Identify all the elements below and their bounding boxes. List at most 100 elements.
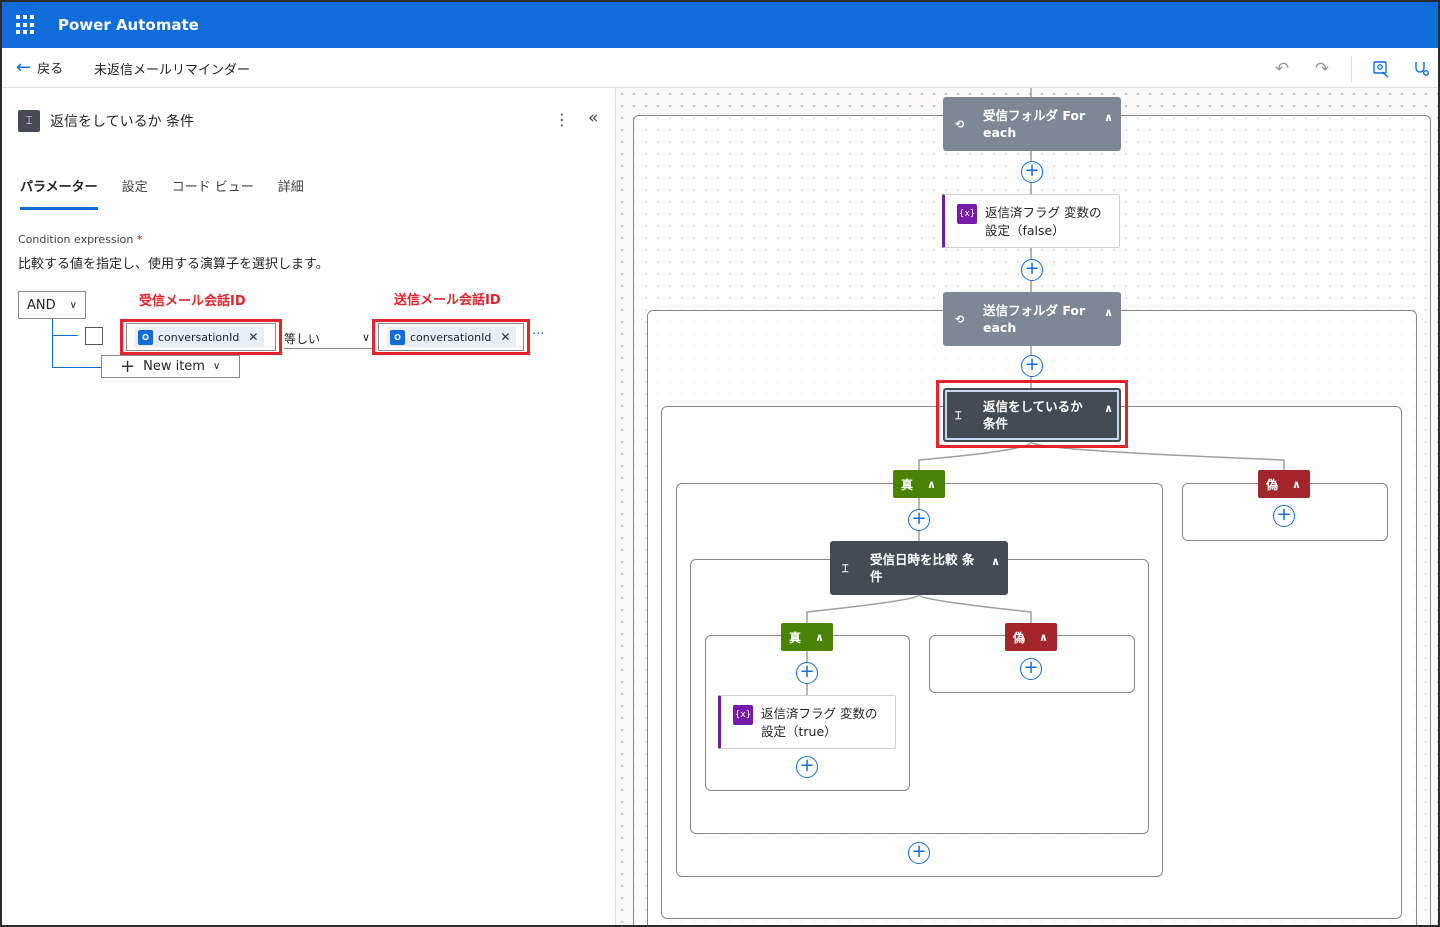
left-token-label: conversationId [158, 330, 240, 344]
row-checkbox[interactable] [85, 327, 103, 345]
plus-icon[interactable]: + [796, 662, 818, 684]
set-variable-true-node[interactable]: {x} 返信済フラグ 変数の 設定（true） [718, 695, 896, 749]
tab-settings[interactable]: 設定 [121, 180, 148, 195]
tab-code-view[interactable]: コード ビュー [171, 180, 254, 195]
tab-parameters[interactable]: パラメーター [20, 176, 98, 210]
collapse-icon[interactable]: « [588, 108, 599, 128]
plus-icon[interactable]: + [1021, 161, 1043, 183]
variable-icon: {x} [957, 204, 977, 224]
tree-branch-new [52, 367, 102, 368]
true-branch-header[interactable]: 真 ∧ [893, 470, 945, 498]
false-branch-header[interactable]: 偽 ∧ [1258, 470, 1310, 498]
plus-icon[interactable]: + [1020, 658, 1042, 680]
operator-select[interactable]: 等しい ∨ [284, 327, 372, 349]
set-variable-false-label: 返信済フラグ 変数の 設定（false） [985, 205, 1102, 238]
chevron-up-icon[interactable]: ∧ [927, 477, 936, 491]
back-button[interactable]: ← 戻る [16, 58, 63, 77]
waffle-icon[interactable] [16, 15, 36, 35]
right-operand-field[interactable]: O conversationId ✕ [378, 323, 524, 351]
condition-date-node[interactable]: ⌶ 受信日時を比較 条 件 ∧ [830, 541, 1008, 595]
condition-expression-label: Condition expression * [18, 233, 142, 246]
condition-label-text: Condition expression [18, 233, 134, 246]
foreach-inbox-node[interactable]: ⟲ 受信フォルダ For each ∧ [943, 97, 1121, 151]
condition-icon: ⌶ [955, 409, 962, 422]
designer-canvas[interactable]: ⟲ 受信フォルダ For each ∧ + {x} 返信済フラグ 変数の 設定（… [616, 88, 1438, 925]
condition-icon: ⌶ [18, 110, 40, 132]
plus-icon: + [120, 355, 136, 377]
chevron-down-icon: ∨ [361, 331, 370, 344]
true-branch-label: 真 [901, 477, 914, 492]
chevron-up-icon[interactable]: ∧ [1104, 402, 1113, 415]
flow-name: 未返信メールリマインダー [94, 63, 251, 78]
chevron-up-icon[interactable]: ∧ [1039, 630, 1048, 644]
variable-icon: {x} [733, 705, 753, 725]
condition-date-label: 受信日時を比較 条 件 [870, 552, 975, 584]
foreach-sent-node[interactable]: ⟲ 送信フォルダ For each ∧ [943, 292, 1121, 346]
tree-line [52, 319, 53, 368]
close-icon[interactable]: ✕ [500, 330, 511, 344]
set-variable-true-label: 返信済フラグ 変数の 設定（true） [761, 706, 878, 739]
group-operator-value: AND [27, 297, 56, 313]
chevron-up-icon[interactable]: ∧ [991, 555, 1000, 568]
row-more-icon[interactable]: ··· [532, 327, 545, 342]
right-token-label: conversationId [410, 330, 492, 344]
pane-tabs: パラメーター 設定 コード ビュー 詳細 [20, 176, 304, 210]
inner-false-branch-header[interactable]: 偽 ∧ [1005, 623, 1057, 651]
more-icon[interactable]: ⋮ [554, 110, 570, 129]
undo-icon[interactable]: ↶ [1274, 59, 1290, 79]
left-operand-field[interactable]: O conversationId ✕ [126, 323, 276, 351]
test-icon[interactable] [1410, 58, 1432, 80]
plus-icon[interactable]: + [1273, 505, 1295, 527]
back-label: 戻る [37, 62, 64, 77]
inner-true-branch-header[interactable]: 真 ∧ [781, 623, 833, 651]
right-operand-token[interactable]: O conversationId ✕ [387, 327, 517, 347]
plus-icon[interactable]: + [796, 756, 818, 778]
chevron-up-icon[interactable]: ∧ [1104, 306, 1113, 319]
annotation-left: 受信メール会話ID [139, 294, 246, 309]
tree-branch-row [52, 335, 78, 336]
tab-details[interactable]: 詳細 [277, 180, 304, 195]
annotation-right: 送信メール会話ID [394, 293, 501, 308]
set-variable-false-node[interactable]: {x} 返信済フラグ 変数の 設定（false） [942, 194, 1120, 248]
highlight-condition-node [936, 380, 1128, 448]
flow-checker-icon[interactable] [1370, 58, 1392, 80]
false-branch-label: 偽 [1266, 477, 1279, 492]
inner-false-branch-label: 偽 [1013, 630, 1026, 645]
connector-lines [806, 88, 1285, 695]
condition-description: 比較する値を指定し、使用する演算子を選択します。 [18, 257, 329, 272]
inner-true-branch-label: 真 [789, 630, 802, 645]
action-parameters-pane: ⌶ 返信をしているか 条件 ⋮ « パラメーター 設定 コード ビュー 詳細 C… [2, 88, 616, 925]
new-item-label: New item [143, 359, 205, 374]
plus-icon[interactable]: + [908, 509, 930, 531]
group-operator-select[interactable]: AND ∨ [18, 291, 86, 319]
highlight-left [120, 319, 282, 355]
condition-replied-node[interactable]: ⌶ 返信をしているか 条件 ∧ [943, 388, 1121, 442]
chevron-down-icon: ∨ [212, 361, 221, 372]
chevron-up-icon[interactable]: ∧ [1292, 477, 1301, 491]
new-item-button[interactable]: + New item ∨ [101, 355, 240, 378]
chevron-down-icon: ∨ [69, 299, 77, 311]
plus-icon[interactable]: + [1021, 259, 1043, 281]
left-operand-token[interactable]: O conversationId ✕ [135, 327, 265, 347]
foreach-sent-label: 送信フォルダ For each [983, 303, 1086, 335]
chevron-up-icon[interactable]: ∧ [1104, 111, 1113, 124]
app-title[interactable]: Power Automate [58, 16, 199, 34]
close-icon[interactable]: ✕ [248, 330, 259, 344]
operator-value: 等しい [284, 332, 321, 346]
loop-icon: ⟲ [955, 118, 965, 131]
command-separator [1351, 56, 1352, 82]
condition-replied-label: 返信をしているか 条件 [983, 399, 1083, 431]
command-icons: ↶ ↷ [1271, 56, 1432, 82]
redo-icon[interactable]: ↷ [1314, 59, 1330, 79]
loop-icon: ⟲ [955, 313, 965, 326]
chevron-up-icon[interactable]: ∧ [815, 630, 824, 644]
outlook-icon: O [390, 329, 405, 345]
plus-icon[interactable]: + [908, 842, 930, 864]
highlight-right [372, 319, 530, 355]
plus-icon[interactable]: + [1021, 355, 1043, 377]
pane-title[interactable]: 返信をしているか 条件 [50, 114, 195, 130]
app-header: Power Automate [2, 2, 1438, 48]
command-bar: ← 戻る 未返信メールリマインダー ↶ ↷ [2, 48, 1438, 88]
outlook-icon: O [138, 329, 153, 345]
